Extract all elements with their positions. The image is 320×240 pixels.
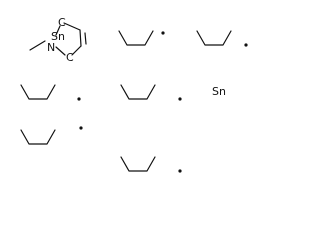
ring-bond-double [84,32,87,45]
atom-label-n: N [47,41,55,54]
butyl-radical-1 [118,30,165,46]
radical-dot [161,31,165,35]
radical-dot [77,97,81,101]
butyl-radical-5 [20,126,83,145]
radical-dot [244,43,248,47]
ring-bond-c-c-bottom [71,45,82,56]
butyl-radical-3 [20,84,81,101]
ring-bond-c-c-right [79,29,82,47]
atom-label-sn-standalone: Sn [212,85,226,98]
radical-dot [178,97,182,101]
atom-label-c-top: C [58,16,66,29]
radical-dot [79,126,83,130]
ring-bond-c-c-top [63,22,81,31]
atom-label-sn-ring: Sn [51,30,65,43]
butyl-radical-4 [120,84,182,101]
radical-dot [178,169,182,173]
butyl-radical-6 [120,156,182,173]
ring-bond-c-n [55,46,66,56]
butyl-radical-2 [196,30,248,47]
ring-bond-sn-c [55,25,61,36]
molecule-canvas: C Sn N C Sn [20,16,248,173]
stannylpyrrole-fragment: C Sn N C [29,16,87,64]
molecule-drawing: C Sn N C Sn [20,16,248,173]
atom-label-c-bottom: C [66,51,74,64]
methyl-bond [29,40,46,51]
